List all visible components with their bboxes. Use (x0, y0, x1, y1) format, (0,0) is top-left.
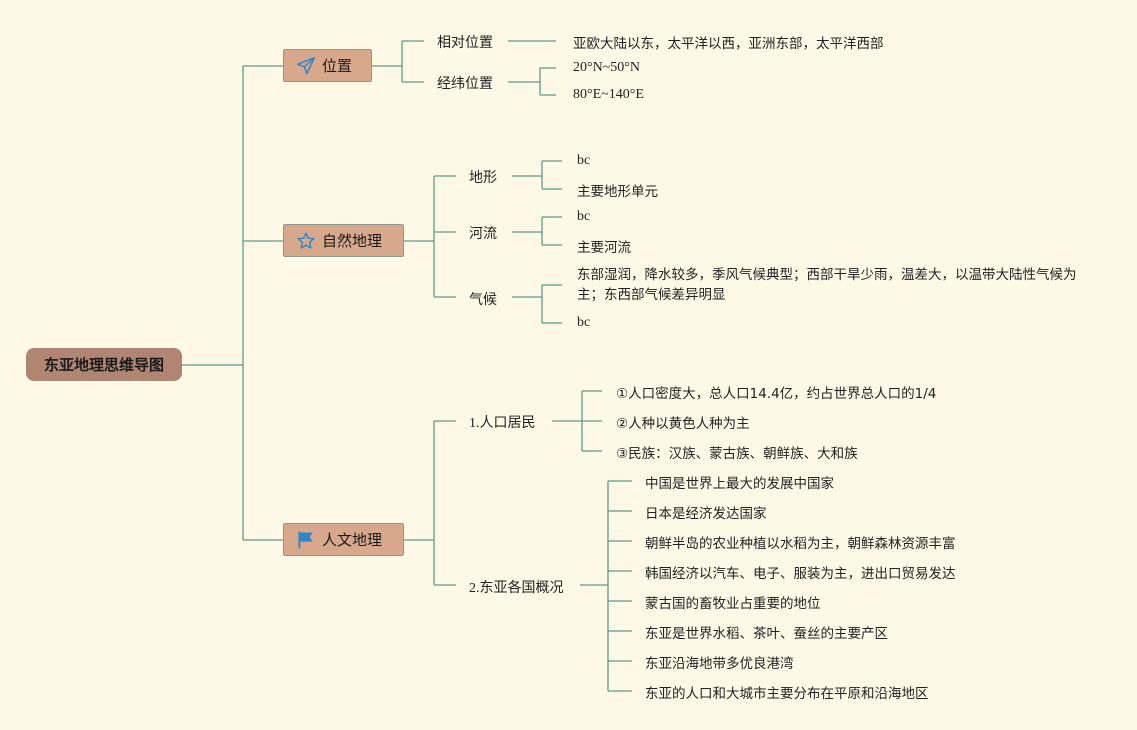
sub-node-terrain[interactable]: 地形 (469, 170, 497, 186)
connector-location-split (372, 40, 424, 83)
connector-physical-split (404, 175, 456, 298)
connector-latlon-split (508, 67, 556, 96)
connector-terrain-split (512, 160, 562, 190)
leaf-longitude[interactable]: 80°E~140°E (573, 87, 644, 102)
leaf-countries-2[interactable]: 日本是经济发达国家 (645, 506, 767, 522)
connector-climate-split (512, 284, 562, 324)
leaf-countries-8[interactable]: 东亚的人口和大城市主要分布在平原和沿海地区 (645, 686, 929, 702)
sub-node-countries[interactable]: 2.东亚各国概况 (469, 581, 564, 596)
sub-node-population[interactable]: 1.人口居民 (469, 416, 536, 431)
root-node[interactable]: 东亚地理思维导图 (26, 348, 182, 381)
leaf-climate-2[interactable]: bc (577, 315, 591, 330)
leaf-countries-5[interactable]: 蒙古国的畜牧业占重要的地位 (645, 596, 821, 612)
leaf-population-3[interactable]: ③民族：汉族、蒙古族、朝鲜族、大和族 (616, 446, 858, 462)
leaf-terrain-2[interactable]: 主要地形单元 (577, 184, 658, 200)
leaf-countries-6[interactable]: 东亚是世界水稻、茶叶、蚕丝的主要产区 (645, 626, 888, 642)
leaf-countries-3[interactable]: 朝鲜半岛的农业种植以水稻为主，朝鲜森林资源丰富 (645, 536, 956, 552)
leaf-countries-7[interactable]: 东亚沿海地带多优良港湾 (645, 656, 794, 672)
flag-icon (298, 531, 313, 548)
main-node-location[interactable]: 位置 (283, 49, 372, 82)
connector-rivers-split (512, 216, 562, 246)
sub-node-relative[interactable]: 相对位置 (437, 35, 493, 51)
leaf-countries-4[interactable]: 韩国经济以汽车、电子、服装为主，进出口贸易发达 (645, 566, 956, 582)
leaf-rivers-1[interactable]: bc (577, 209, 591, 224)
leaf-rivers-2[interactable]: 主要河流 (577, 240, 631, 256)
leaf-countries-1[interactable]: 中国是世界上最大的发展中国家 (645, 476, 834, 492)
sub-node-climate[interactable]: 气候 (469, 292, 497, 308)
connector-human-split (404, 420, 456, 586)
root-title: 东亚地理思维导图 (43, 356, 164, 374)
sub-node-rivers[interactable]: 河流 (469, 226, 497, 242)
main-node-physical[interactable]: 自然地理 (283, 224, 404, 257)
leaf-population-1[interactable]: ①人口密度大，总人口14.4亿，约占世界总人口的1/4 (616, 386, 937, 402)
sub-node-latlon[interactable]: 经纬位置 (437, 76, 493, 92)
leaf-climate-1[interactable]: 东部湿润，降水较多，季风气候典型；西部干旱少雨，温差大，以温带大陆性气候为主；东… (577, 267, 1077, 303)
leaf-relative-position[interactable]: 亚欧大陆以东，太平洋以西，亚洲东部，太平洋西部 (573, 36, 884, 52)
main-node-label: 自然地理 (322, 232, 383, 250)
main-node-label: 位置 (322, 57, 353, 75)
leaf-terrain-1[interactable]: bc (577, 153, 591, 168)
paper-plane-icon (296, 56, 316, 74)
main-node-human[interactable]: 人文地理 (283, 523, 404, 556)
leaf-latitude[interactable]: 20°N~50°N (573, 60, 640, 75)
star-icon (297, 231, 315, 249)
leaf-population-2[interactable]: ②人种以黄色人种为主 (616, 416, 750, 432)
connector-countries-split (580, 480, 632, 692)
connector-population-split (552, 390, 602, 452)
main-node-label: 人文地理 (322, 531, 383, 549)
